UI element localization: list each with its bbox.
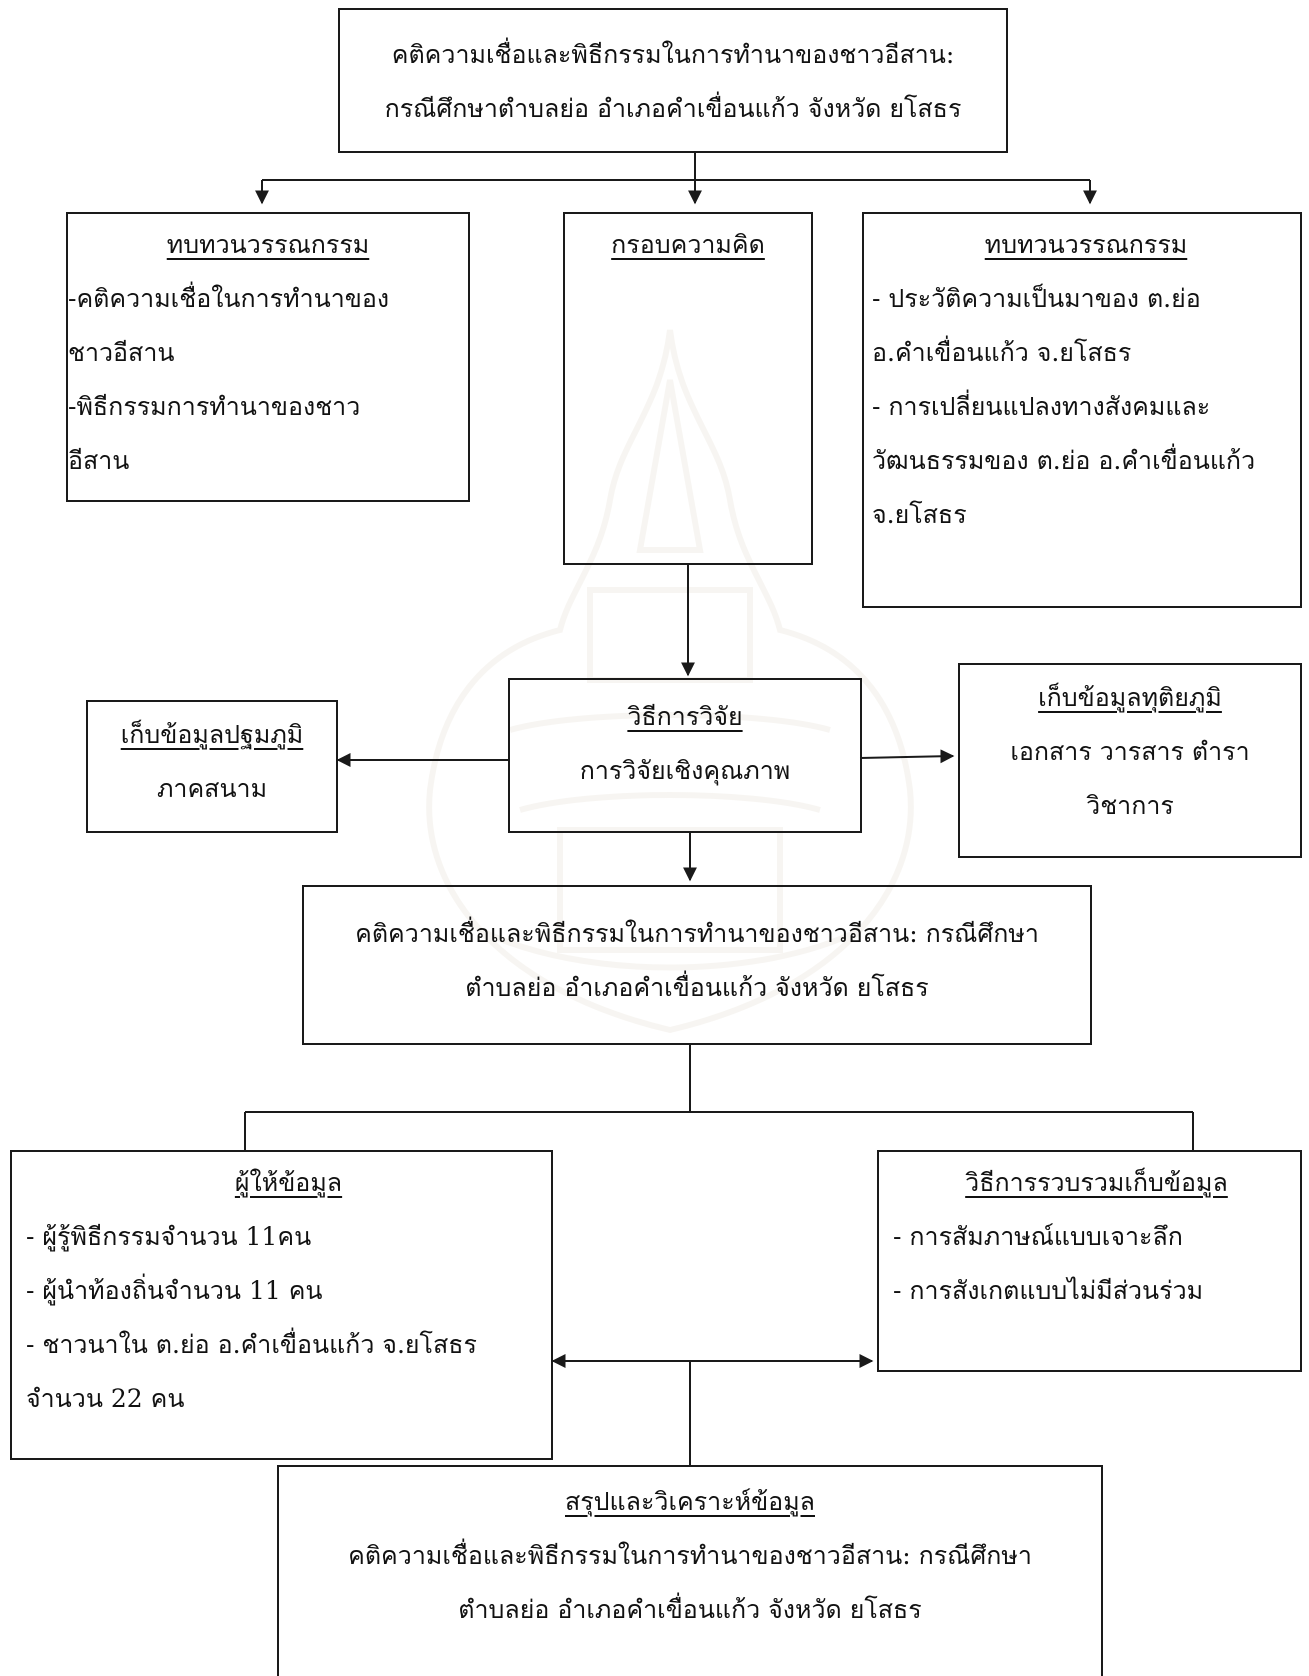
secondary-data-heading: เก็บข้อมูลทุติยภูมิ (1038, 683, 1222, 712)
topic-line-2: ตำบลย่อ อำเภอคำเขื่อนแก้ว จังหวัด ยโสธร (465, 973, 929, 1002)
lit-review-left-line-3: -พิธีกรรมการทำนาของชาว (68, 392, 361, 421)
lit-review-right-line-1: - ประวัติความเป็นมาของ ต.ย่อ (872, 284, 1201, 313)
lit-review-right-heading: ทบทวนวรรณกรรม (984, 230, 1188, 259)
secondary-data-box: เก็บข้อมูลทุติยภูมิ เอกสาร วารสาร ตำรา ว… (958, 663, 1302, 858)
research-method-line-1: การวิจัยเชิงคุณภาพ (579, 756, 791, 785)
lit-review-left-heading: ทบทวนวรรณกรรม (166, 230, 370, 259)
lit-review-right-line-5: จ.ยโสธร (872, 500, 967, 529)
primary-data-line-1: ภาคสนาม (156, 774, 268, 803)
research-method-box: วิธีการวิจัย การวิจัยเชิงคุณภาพ (508, 678, 862, 833)
primary-data-box: เก็บข้อมูลปฐมภูมิ ภาคสนาม (86, 700, 338, 833)
lit-review-right-box: ทบทวนวรรณกรรม - ประวัติความเป็นมาของ ต.ย… (862, 212, 1302, 608)
framework-heading: กรอบความคิด (611, 230, 765, 259)
informants-line-1: - ผู้รู้พิธีกรรมจำนวน 11คน (26, 1222, 312, 1251)
informants-line-4: จำนวน 22 คน (26, 1384, 185, 1413)
title-line-1: คติความเชื่อและพิธีกรรมในการทำนาของชาวอี… (391, 40, 955, 69)
research-method-heading: วิธีการวิจัย (627, 702, 743, 731)
university-seal-watermark (426, 329, 914, 1034)
secondary-data-line-2: วิชาการ (1086, 791, 1174, 820)
lit-review-left-line-1: -คติความเชื่อในการทำนาของ (68, 284, 390, 313)
title-line-2: กรณีศึกษาตำบลย่อ อำเภอคำเขื่อนแก้ว จังหว… (384, 94, 962, 123)
lit-review-left-line-2: ชาวอีสาน (68, 338, 175, 367)
informants-heading: ผู้ให้ข้อมูล (234, 1168, 343, 1197)
lit-review-right-line-3: - การเปลี่ยนแปลงทางสังคมและ (872, 392, 1211, 421)
topic-box: คติความเชื่อและพิธีกรรมในการทำนาของชาวอี… (302, 885, 1092, 1045)
secondary-data-line-1: เอกสาร วารสาร ตำรา (1010, 737, 1250, 766)
framework-box: กรอบความคิด (563, 212, 813, 565)
lit-review-right-line-4: วัฒนธรรมของ ต.ย่อ อ.คำเขื่อนแก้ว (872, 446, 1256, 475)
informants-line-3: - ชาวนาใน ต.ย่อ อ.คำเขื่อนแก้ว จ.ยโสธร (26, 1330, 477, 1359)
lit-review-right-line-2: อ.คำเขื่อนแก้ว จ.ยโสธร (872, 338, 1132, 367)
title-box: คติความเชื่อและพิธีกรรมในการทำนาของชาวอี… (338, 8, 1008, 153)
lit-review-left-line-4: อีสาน (68, 446, 130, 475)
summary-line-1: คติความเชื่อและพิธีกรรมในการทำนาของชาวอี… (348, 1541, 1032, 1570)
summary-line-2: ตำบลย่อ อำเภอคำเขื่อนแก้ว จังหวัด ยโสธร (458, 1595, 922, 1624)
topic-line-1: คติความเชื่อและพิธีกรรมในการทำนาของชาวอี… (355, 919, 1039, 948)
summary-heading: สรุปและวิเคราะห์ข้อมูล (565, 1487, 815, 1516)
summary-box: สรุปและวิเคราะห์ข้อมูล คติความเชื่อและพิ… (277, 1465, 1103, 1676)
arrow-method-to-secondary (859, 749, 955, 764)
data-collection-line-2: - การสังเกตแบบไม่มีส่วนร่วม (893, 1276, 1204, 1305)
data-collection-heading: วิธีการรวบรวมเก็บข้อมูล (965, 1168, 1228, 1197)
data-collection-line-1: - การสัมภาษณ์แบบเจาะลึก (893, 1222, 1183, 1251)
lit-review-left-box: ทบทวนวรรณกรรม -คติความเชื่อในการทำนาของ … (66, 212, 470, 502)
data-collection-box: วิธีการรวบรวมเก็บข้อมูล - การสัมภาษณ์แบบ… (877, 1150, 1302, 1372)
informants-line-2: - ผู้นำท้องถิ่นจำนวน 11 คน (26, 1276, 323, 1305)
informants-box: ผู้ให้ข้อมูล - ผู้รู้พิธีกรรมจำนวน 11คน … (10, 1150, 553, 1460)
primary-data-heading: เก็บข้อมูลปฐมภูมิ (120, 720, 304, 749)
